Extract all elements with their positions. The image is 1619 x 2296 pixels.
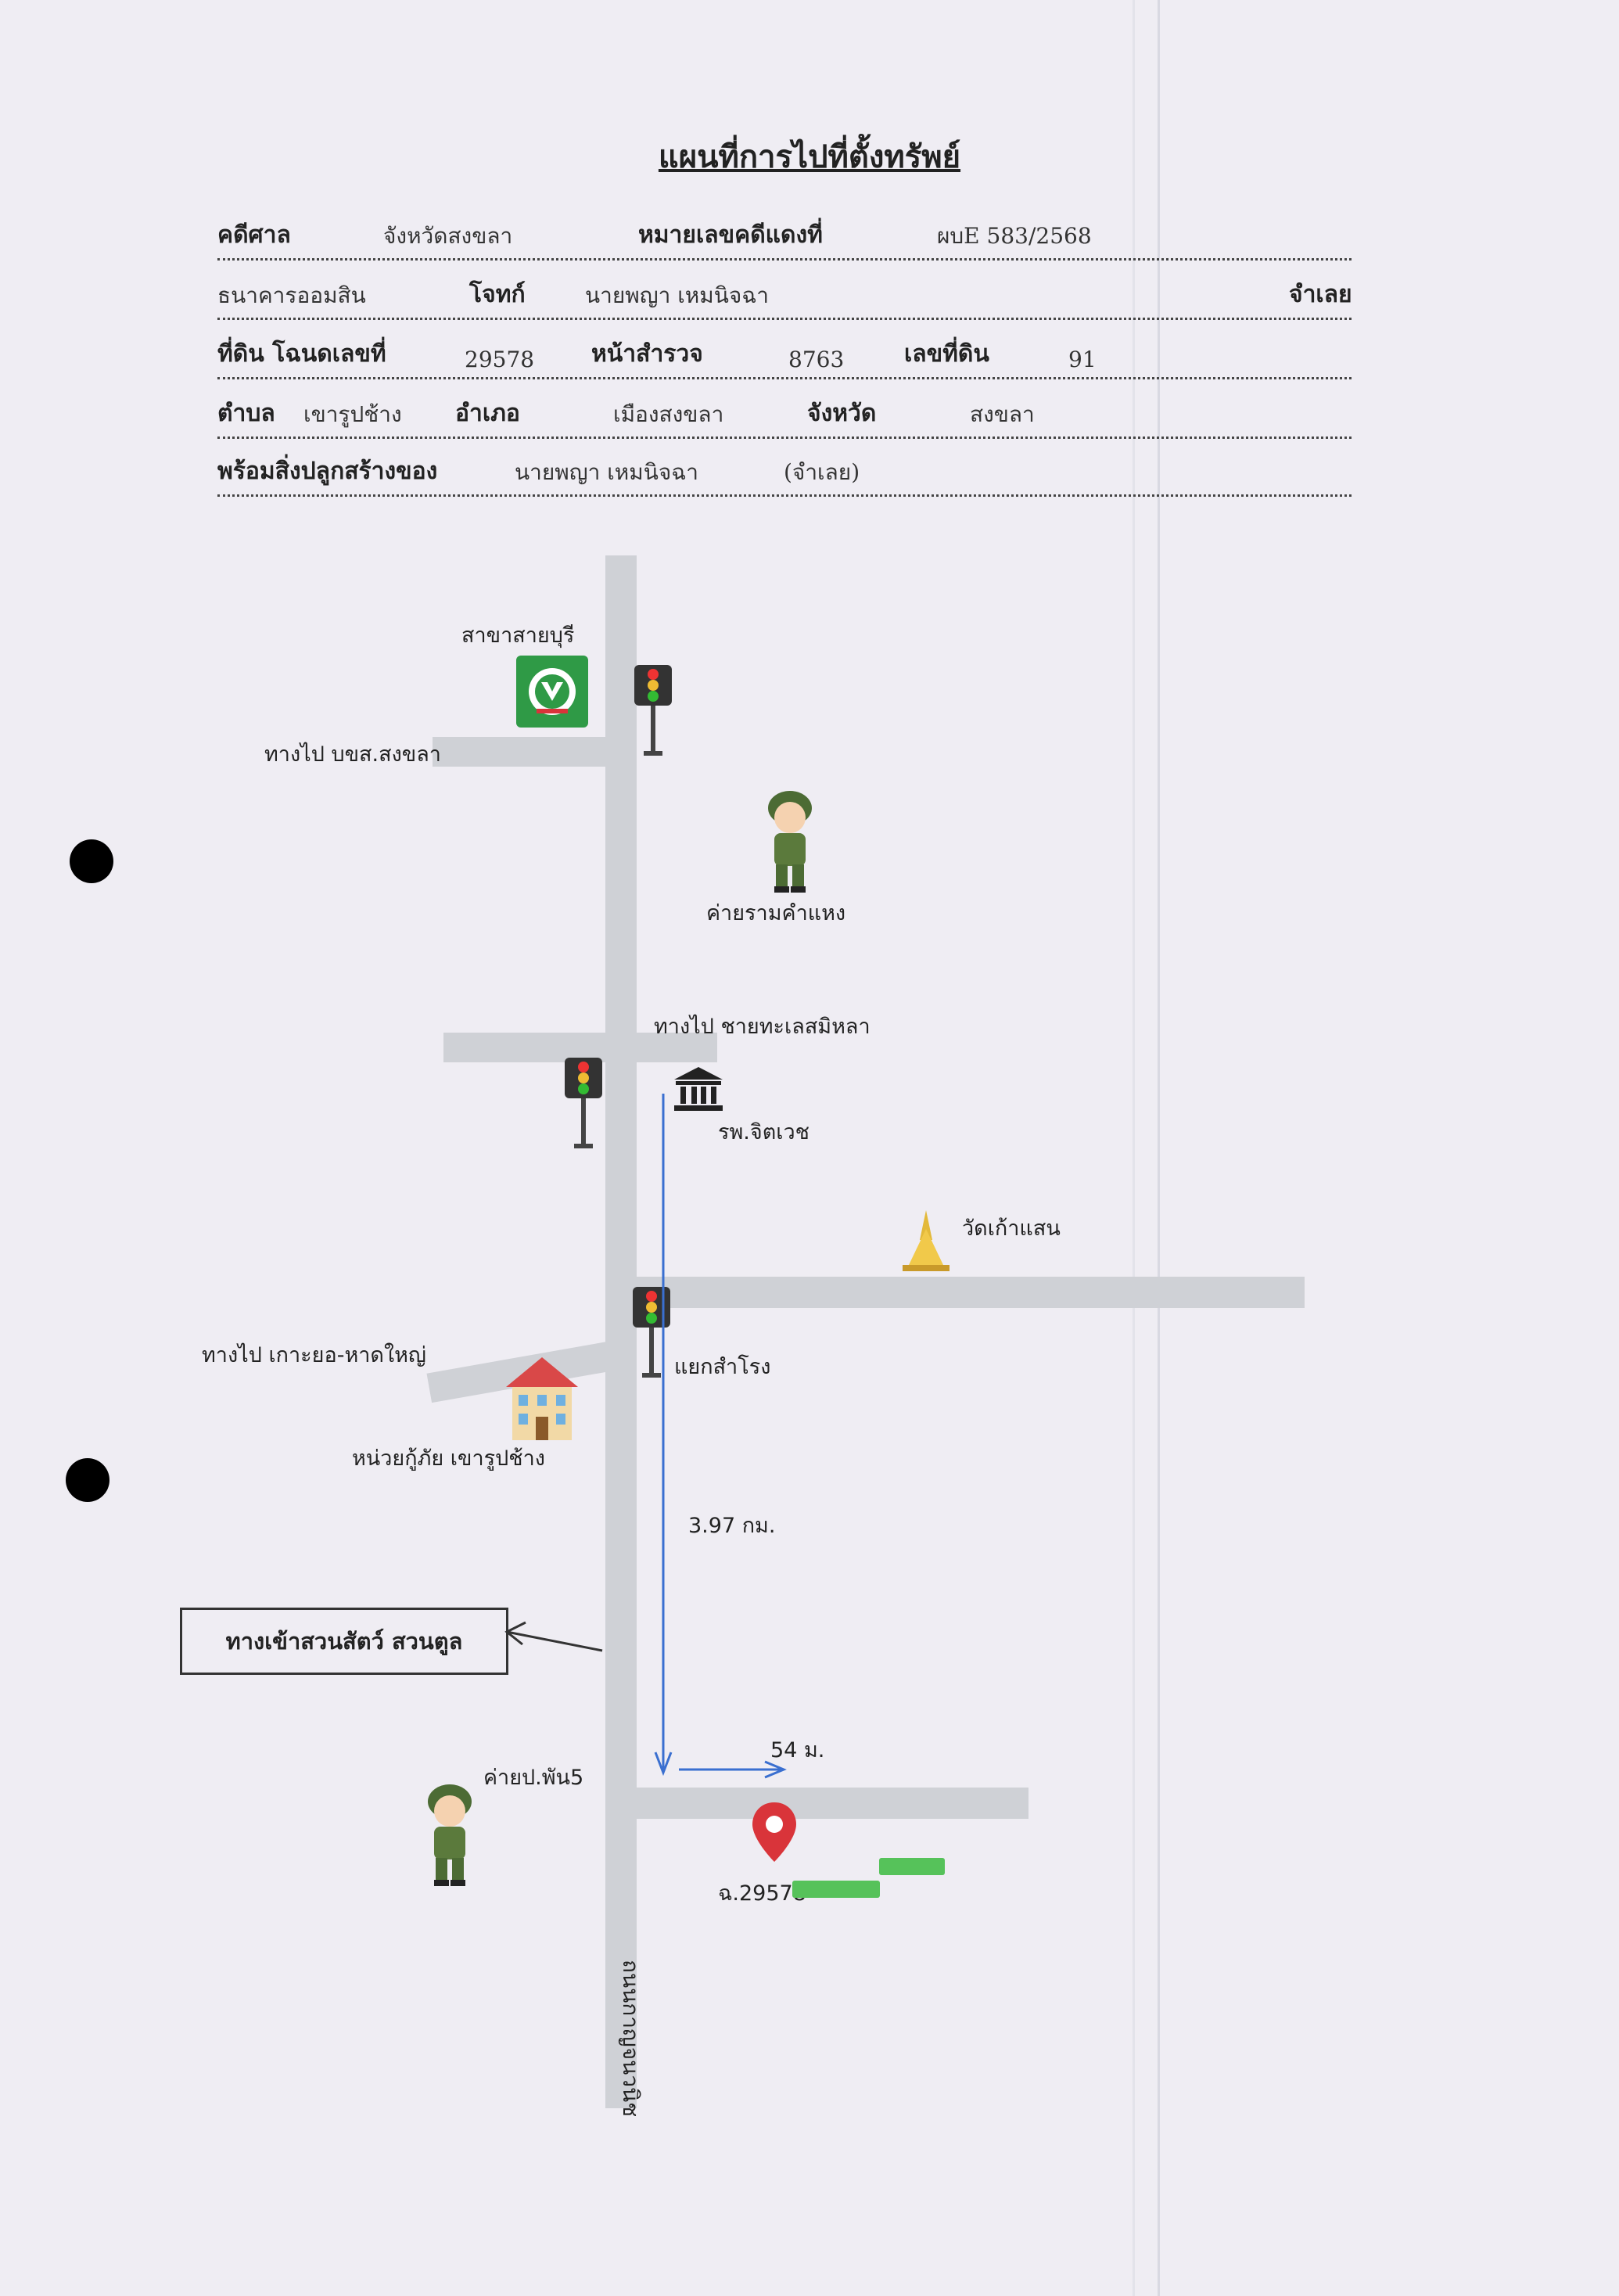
district-value: เมืองสงขลา <box>613 401 724 427</box>
district-label: อำเภอ <box>455 400 520 427</box>
deed-value: 29578 <box>465 347 535 372</box>
subdistrict-label: ตำบล <box>217 400 275 427</box>
rescue-unit-label: หน่วยกู้ภัย เขารูปช้าง <box>352 1446 545 1471</box>
land-no-label: เลขที่ดิน <box>904 340 989 368</box>
bank-branch-label: สาขาสายบุรี <box>461 623 575 648</box>
distance-1-label: 3.97 กม. <box>688 1514 776 1538</box>
army-camp-1-label: ค่ายรามคำแหง <box>706 901 846 925</box>
soldier-icon <box>422 1780 477 1892</box>
form-row-court: คดีศาล จังหวัดสงขลา หมายเลขคดีแดงที่ ผบE… <box>217 211 1352 261</box>
deed-label: ที่ดิน โฉนดเลขที่ <box>217 340 386 368</box>
hospital-label: รพ.จิตเวช <box>718 1120 810 1144</box>
main-road <box>605 555 637 2108</box>
location-pin-icon <box>749 1801 799 1867</box>
road-to-property <box>634 1788 1028 1819</box>
plaintiff-label: โจทก์ <box>469 281 526 308</box>
soldier-icon <box>763 786 817 899</box>
buildings-value: นายพญา เหมนิจฉา <box>515 459 699 485</box>
traffic-light-icon <box>630 665 677 762</box>
punch-hole <box>70 839 113 883</box>
plaintiff-value: ธนาคารออมสิน <box>217 282 366 308</box>
to-beach-label: ทางไป ชายทะเลสมิหลา <box>654 1015 871 1039</box>
defendant-label: จำเลย <box>1289 281 1352 308</box>
form-row-buildings: พร้อมสิ่งปลูกสร้างของ นายพญา เหมนิจฉา (จ… <box>217 447 1352 497</box>
road-to-temple <box>634 1277 1305 1308</box>
temple-icon <box>898 1209 954 1276</box>
punch-hole <box>66 1458 109 1502</box>
bank-icon <box>516 656 588 728</box>
form-row-parties: ธนาคารออมสิน โจทก์ นายพญา เหมนิจฉา จำเลย <box>217 271 1352 320</box>
subdistrict-value: เขารูปช้าง <box>303 401 402 427</box>
temple-label: วัดเก้าแสน <box>962 1216 1061 1241</box>
court-label: คดีศาล <box>217 221 291 249</box>
zoo-entrance-label: ทางเข้าสวนสัตว์ สวนตูล <box>180 1608 508 1675</box>
case-label: หมายเลขคดีแดงที่ <box>638 221 823 249</box>
page-title: แผนที่การไปที่ตั้งทรัพย์ <box>658 138 961 175</box>
junction-label: แยกสำโรง <box>674 1355 771 1379</box>
hospital-icon <box>671 1065 726 1116</box>
fold-line <box>1133 0 1135 2296</box>
main-road-label: ถนนกาญจนวนิช <box>618 1960 644 2118</box>
survey-value: 8763 <box>788 347 845 372</box>
grass-strip <box>792 1881 880 1898</box>
form-row-location: ตำบล เขารูปช้าง อำเภอ เมืองสงขลา จังหวัด… <box>217 390 1352 439</box>
army-camp-2-label: ค่ายป.พัน5 <box>483 1766 584 1790</box>
distance-2-label: 54 ม. <box>770 1738 825 1762</box>
building-icon <box>504 1356 580 1445</box>
defendant-value: นายพญา เหมนิจฉา <box>585 282 770 308</box>
form-row-deed: ที่ดิน โฉนดเลขที่ 29578 หน้าสำรวจ 8763 เ… <box>217 330 1352 379</box>
traffic-light-icon <box>628 1287 675 1384</box>
property-label: ฉ.29578 <box>718 1881 806 1906</box>
case-value: ผบE 583/2568 <box>937 223 1092 249</box>
buildings-label: พร้อมสิ่งปลูกสร้างของ <box>217 458 438 485</box>
to-island-label: ทางไป เกาะยอ-หาดใหญ่ <box>202 1343 426 1367</box>
land-no-value: 91 <box>1068 347 1097 372</box>
to-bangchom-label: ทางไป บขส.สงขลา <box>264 742 441 767</box>
survey-label: หน้าสำรวจ <box>591 340 703 368</box>
road-to-beach <box>443 1033 717 1062</box>
grass-strip <box>879 1858 945 1875</box>
province-value: สงขลา <box>970 401 1035 427</box>
traffic-light-icon <box>560 1058 607 1155</box>
road-to-bangchom <box>433 737 612 767</box>
court-value: จังหวัดสงขลา <box>383 223 513 249</box>
buildings-note: (จำเลย) <box>784 459 860 485</box>
fold-line <box>1158 0 1160 2296</box>
province-label: จังหวัด <box>807 400 877 427</box>
